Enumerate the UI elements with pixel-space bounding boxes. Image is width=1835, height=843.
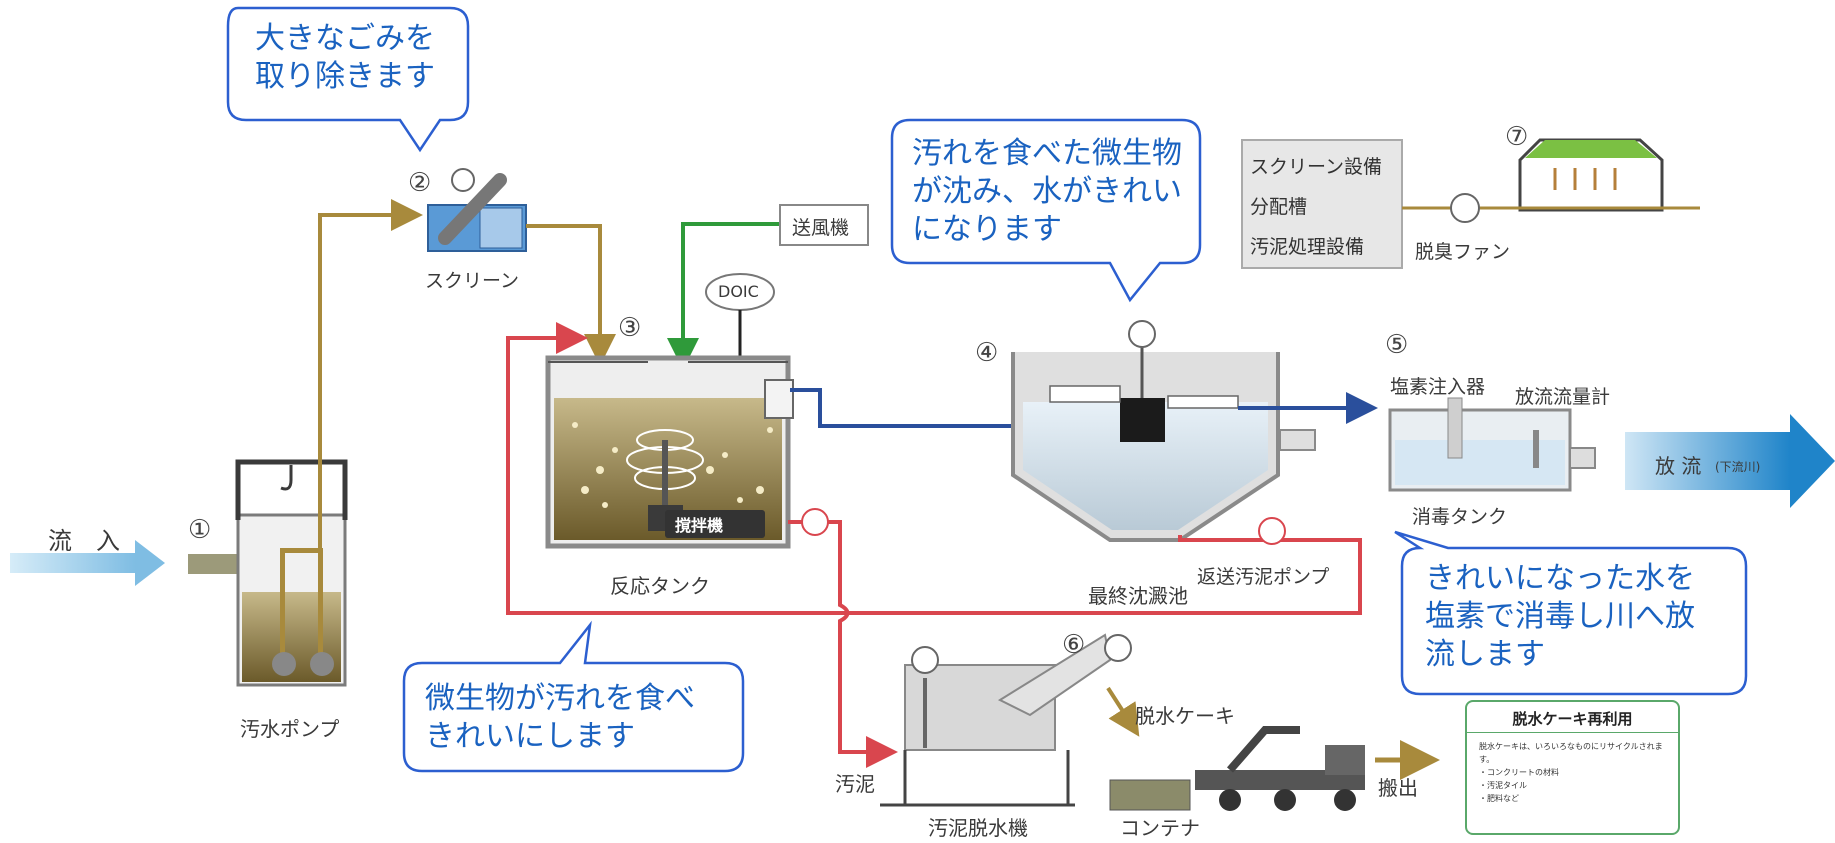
discharge-arrow xyxy=(1625,414,1835,508)
cake-recycle-box: 脱水ケーキ再利用 脱水ケーキは、いろいろなものにリサイクルされます。 ・コンクリ… xyxy=(1465,700,1680,835)
step-2-number: ② xyxy=(408,168,432,198)
facility-distribution: 分配槽 xyxy=(1250,196,1308,218)
callout-disinfect xyxy=(1394,530,1748,696)
dewatered-cake-label: 脱水ケーキ xyxy=(1135,704,1235,728)
callout-screen xyxy=(226,6,470,153)
inflow-arrow xyxy=(10,540,240,586)
sewage-pump-label: 汚水ポンプ xyxy=(240,717,340,741)
screen-label: スクリーン xyxy=(425,270,520,292)
pipe-return-sludge xyxy=(506,322,1362,615)
final-settling-tank xyxy=(1011,320,1316,542)
callout-screen-text: 大きなごみを 取り除きます xyxy=(255,21,435,94)
pipe-excess-sludge xyxy=(788,520,898,768)
motor-icon xyxy=(451,168,475,192)
cake-arrow xyxy=(1106,686,1140,737)
recycle-item: ・汚泥タイル xyxy=(1479,781,1527,790)
step-1-number: ① xyxy=(188,515,212,545)
fan-icon xyxy=(1450,193,1480,223)
discharge-label: 放 流 xyxy=(1655,454,1702,478)
callout-microbe xyxy=(402,620,745,773)
callout-settle xyxy=(890,118,1202,303)
motor-icon xyxy=(1104,634,1132,662)
recycle-item: ・肥料など xyxy=(1479,794,1519,803)
blower-box xyxy=(779,204,869,246)
pump-icon xyxy=(1258,517,1286,545)
reaction-tank xyxy=(545,355,794,549)
pipe-screen-to-reaction xyxy=(526,224,616,366)
blower-label: 送風機 xyxy=(792,217,850,239)
sludge-dewatering-label: 汚泥脱水機 xyxy=(928,816,1028,840)
chlorine-injector-label: 塩素注入器 xyxy=(1390,376,1486,398)
facility-screen: スクリーン設備 xyxy=(1250,156,1383,178)
pump-icon xyxy=(272,652,296,676)
step-3-number: ③ xyxy=(618,313,642,343)
container-label: コンテナ xyxy=(1120,816,1200,840)
return-pump-label: 返送汚泥ポンプ xyxy=(1197,566,1330,588)
facility-sludge: 汚泥処理設備 xyxy=(1250,236,1365,258)
facilities-box xyxy=(1241,139,1403,269)
deodorization-unit xyxy=(1505,138,1700,212)
discharge-meter-label: 放流流量計 xyxy=(1515,386,1611,408)
callout-disinfect-text: きれいになった水を 塩素で消毒し川へ放 流します xyxy=(1425,561,1695,672)
container-truck xyxy=(1109,726,1365,811)
sludge-dewatering-machine xyxy=(880,633,1132,807)
pipe-reaction-to-settling xyxy=(790,388,1116,442)
step-7-number: ⑦ xyxy=(1505,122,1529,152)
disinfection-tank-label: 消毒タンク xyxy=(1412,506,1508,528)
disinfection-tank xyxy=(1388,397,1596,492)
pump-icon xyxy=(801,508,829,536)
step-6-number: ⑥ xyxy=(1062,630,1086,660)
river-label: (下流川) xyxy=(1715,460,1761,474)
sewage-pump-tank xyxy=(235,459,348,687)
inflow-label: 流 入 xyxy=(48,527,120,555)
recycle-title: 脱水ケーキ再利用 xyxy=(1512,710,1633,728)
motor-icon xyxy=(911,646,939,674)
motor-icon xyxy=(1128,320,1156,348)
mixer-badge xyxy=(665,510,765,538)
final-settling-label: 最終沈澱池 xyxy=(1088,584,1188,608)
step-4-number: ④ xyxy=(975,338,999,368)
recycle-body: 脱水ケーキは、いろいろなものにリサイクルされます。 xyxy=(1479,742,1663,764)
pipe-blower-air xyxy=(667,222,780,370)
pump-icon xyxy=(310,652,334,676)
carry-out-label: 搬出 xyxy=(1378,776,1418,800)
callout-settle-text: 汚れを食べた微生物 が沈み、水がきれい になります xyxy=(912,136,1182,247)
reaction-tank-label: 反応タンク xyxy=(610,574,710,598)
recycle-item: ・コンクリートの材料 xyxy=(1479,768,1559,777)
pipe-pump-to-screen xyxy=(318,199,423,548)
screen-unit xyxy=(427,168,527,252)
mixer-label: 撹拌機 xyxy=(675,516,724,535)
step-5-number: ⑤ xyxy=(1385,330,1409,360)
deodor-fan-label: 脱臭ファン xyxy=(1415,241,1511,263)
sludge-label: 汚泥 xyxy=(835,772,875,796)
doic-label: DOIC xyxy=(718,282,759,301)
callout-microbe-text: 微生物が汚れを食べ きれいにします xyxy=(425,681,695,754)
